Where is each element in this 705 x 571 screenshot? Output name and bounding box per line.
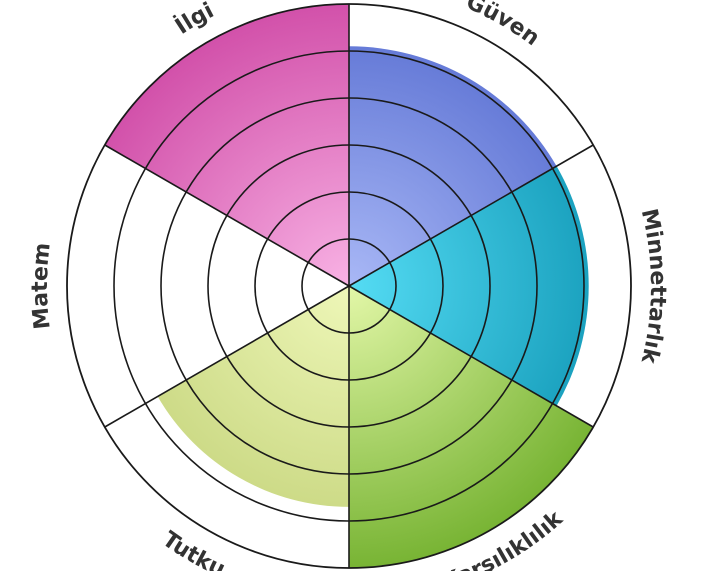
grid-spoke [104, 144, 350, 287]
segment-label: İlgi [171, 0, 218, 40]
grid-spoke [348, 144, 594, 287]
grid-spoke [104, 285, 350, 428]
segment-label: Matem [28, 242, 56, 331]
segment-label: Minnettarlık [635, 207, 670, 367]
segment-label: Güven [462, 0, 544, 51]
grid-layer [66, 3, 632, 569]
wedge-seg1 [349, 166, 589, 406]
wedge-seg5 [104, 4, 349, 286]
wedge-seg3 [157, 286, 349, 507]
outer-ring [66, 3, 632, 569]
segment-label: Tutku [158, 527, 229, 571]
wedge-seg0 [349, 46, 557, 286]
grid-spoke [348, 285, 594, 428]
